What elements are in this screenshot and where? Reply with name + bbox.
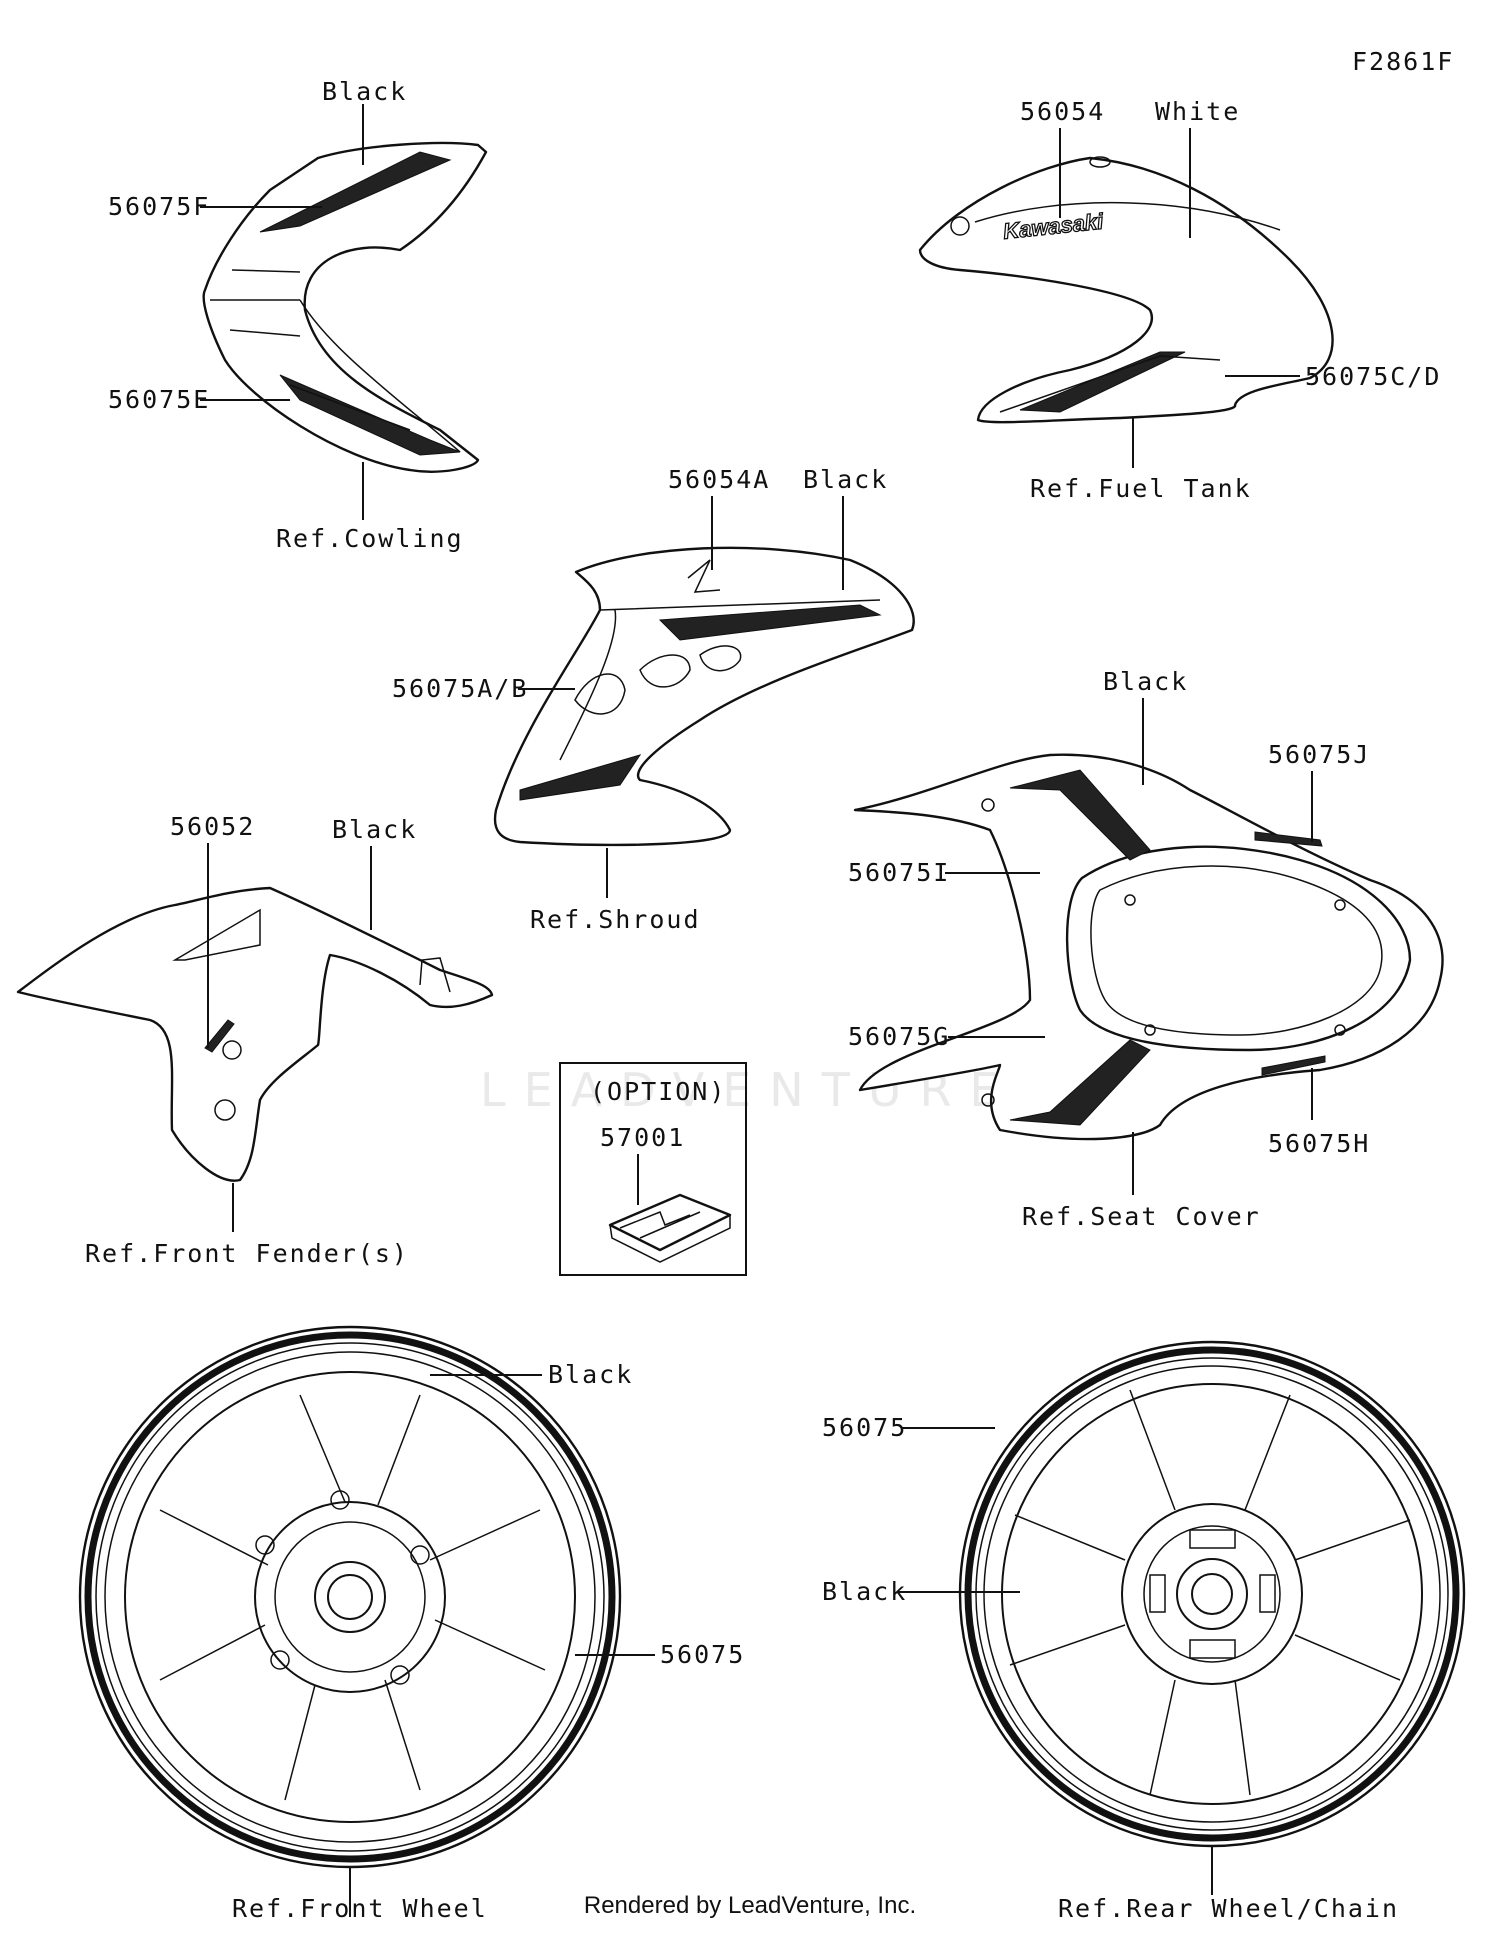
cowling-lower-part: 56075E xyxy=(108,385,210,414)
rear-wheel-drawing xyxy=(958,1340,1466,1848)
fuel-tank-color: White xyxy=(1155,97,1240,126)
cowling-drawing xyxy=(202,141,488,473)
front-wheel-ref: Ref.Front Wheel xyxy=(232,1894,488,1923)
rear-wheel-ref: Ref.Rear Wheel/Chain xyxy=(1058,1894,1399,1923)
fuel-tank-stripe-part: 56075C/D xyxy=(1305,362,1441,391)
seat-cover-part-i: 56075I xyxy=(848,858,950,887)
shroud-ref: Ref.Shroud xyxy=(530,905,701,934)
cowling-ref: Ref.Cowling xyxy=(276,524,464,553)
shroud-drawing xyxy=(493,546,915,847)
front-fender-color: Black xyxy=(332,815,417,844)
fuel-tank-emblem-part: 56054 xyxy=(1020,97,1105,126)
shroud-emblem-part: 56054A xyxy=(668,465,770,494)
seat-cover-part-g: 56075G xyxy=(848,1022,950,1051)
cowling-color-label: Black xyxy=(322,77,407,106)
rear-wheel-part: 56075 xyxy=(822,1413,907,1442)
option-box xyxy=(559,1062,747,1276)
option-part: 57001 xyxy=(600,1123,685,1152)
front-wheel-color: Black xyxy=(548,1360,633,1389)
front-wheel-part: 56075 xyxy=(660,1640,745,1669)
option-title: (OPTION) xyxy=(590,1077,726,1106)
front-fender-ref: Ref.Front Fender(s) xyxy=(85,1239,409,1268)
fuel-tank-drawing: Kawasaki xyxy=(918,156,1334,424)
option-clip-drawing xyxy=(608,1193,732,1263)
footer-credit: Rendered by LeadVenture, Inc. xyxy=(583,1892,917,1919)
seat-cover-part-h: 56075H xyxy=(1268,1129,1370,1158)
front-fender-part: 56052 xyxy=(170,812,255,841)
cowling-upper-part: 56075F xyxy=(108,192,210,221)
figure-code: F2861F xyxy=(1352,47,1454,76)
seat-cover-part-j: 56075J xyxy=(1268,740,1370,769)
seat-cover-drawing xyxy=(853,753,1444,1141)
seat-cover-color: Black xyxy=(1103,667,1188,696)
front-wheel-drawing xyxy=(78,1325,622,1869)
shroud-stripe-part: 56075A/B xyxy=(392,674,528,703)
fuel-tank-ref: Ref.Fuel Tank xyxy=(1030,474,1252,503)
front-fender-drawing xyxy=(16,886,494,1182)
rear-wheel-color: Black xyxy=(822,1577,907,1606)
shroud-color: Black xyxy=(803,465,888,494)
seat-cover-ref: Ref.Seat Cover xyxy=(1022,1202,1261,1231)
